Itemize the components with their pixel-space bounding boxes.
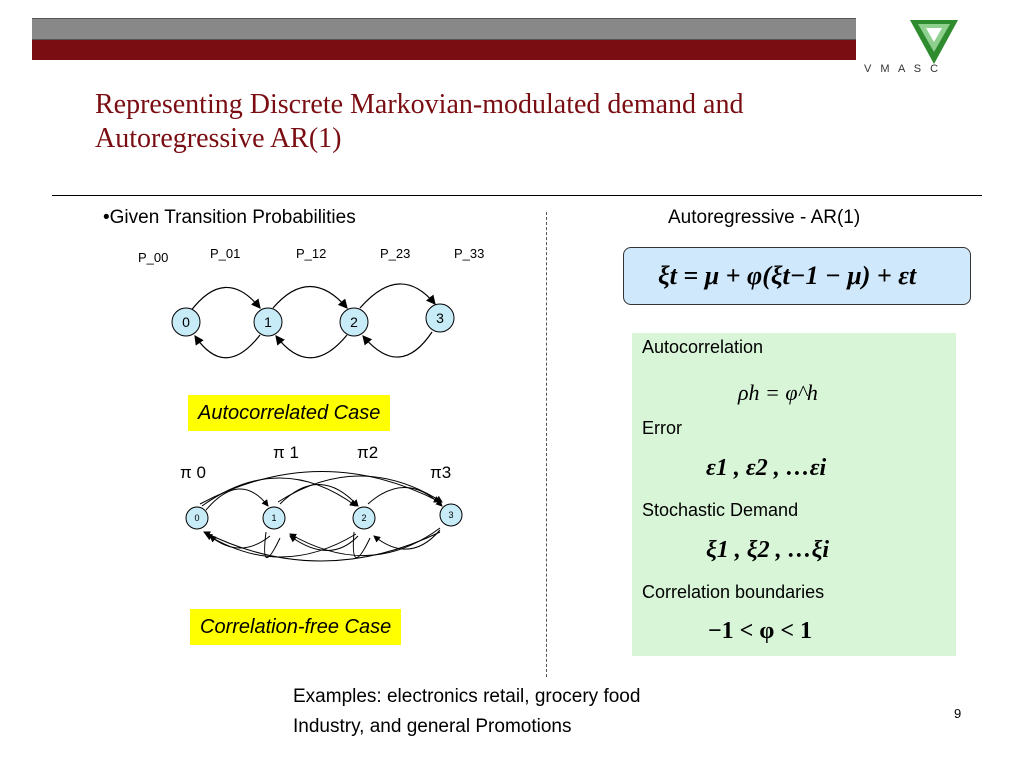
slide-title: Representing Discrete Markovian-modulate…: [95, 89, 744, 154]
examples-line-1: Examples: electronics retail, grocery fo…: [293, 686, 641, 707]
ar1-heading: Autoregressive - AR(1): [668, 207, 861, 228]
boundaries-formula: −1 < φ < 1: [708, 618, 813, 644]
state-node: [439, 503, 463, 527]
properties-box: [632, 333, 956, 656]
header-bar-gray: [32, 18, 856, 40]
demand-formula: ξ1 , ξ2 , …ξi: [706, 537, 830, 563]
state-node: [352, 506, 376, 530]
correlation-free-case-label: Correlation-free Case: [190, 609, 402, 645]
examples-line-2: Industry, and general Promotions: [293, 716, 572, 737]
vmasc-logo: V M A S C: [864, 20, 958, 74]
state-label: 3: [436, 310, 444, 326]
state-label: 1: [271, 513, 276, 523]
state-node: [262, 506, 286, 530]
error-formula: ε1 , ε2 , …εi: [706, 455, 827, 481]
pi-label: π 1: [273, 443, 299, 462]
state-node: [339, 307, 369, 337]
stochastic-demand-label: Stochastic Demand: [642, 500, 799, 520]
autocorrelation-formula: ρh = φ^h: [738, 380, 818, 405]
autocorrelated-case-label: Autocorrelated Case: [188, 395, 391, 431]
state-label: 0: [194, 513, 199, 523]
pi-label: π 0: [180, 463, 206, 482]
state-label: 0: [182, 314, 190, 330]
logo-text: V M A S C: [864, 63, 941, 74]
state-label: 1: [264, 314, 272, 330]
column-divider: [546, 212, 547, 677]
markov-chain-diagram: P_00 P_01 P_12 P_23 P_33 0 1 2 3: [138, 246, 484, 359]
state-label: 2: [350, 314, 358, 330]
pi-label: π3: [430, 463, 451, 482]
correlation-boundaries-label: Correlation boundaries: [642, 582, 825, 602]
prob-label: P_12: [296, 246, 326, 261]
title-rule: [52, 195, 982, 196]
state-label: 3: [448, 510, 453, 520]
page-number: 9: [954, 706, 962, 721]
prob-label: P_23: [380, 246, 410, 261]
prob-label: P_00: [138, 250, 168, 265]
error-label: Error: [642, 418, 682, 438]
ar1-formula: ξt = μ + φ(ξt−1 − μ) + εt: [658, 261, 917, 290]
state-node: [253, 307, 283, 337]
correlation-free-diagram: π 0 π 1 π2 π3 0 1 2 3: [180, 443, 463, 562]
pi-label: π2: [357, 443, 378, 462]
state-node: [425, 303, 455, 333]
state-node: [185, 506, 209, 530]
prob-label: P_01: [210, 246, 240, 261]
autocorrelation-label: Autocorrelation: [642, 337, 764, 357]
state-label: 2: [361, 513, 366, 523]
header-bar-red: [32, 40, 856, 60]
state-node: [171, 307, 201, 337]
prob-label: P_33: [454, 246, 484, 261]
ar1-formula-box: ξt = μ + φ(ξt−1 − μ) + εt: [623, 247, 971, 305]
bullet-transition-probabilities: •Given Transition Probabilities: [103, 207, 356, 228]
